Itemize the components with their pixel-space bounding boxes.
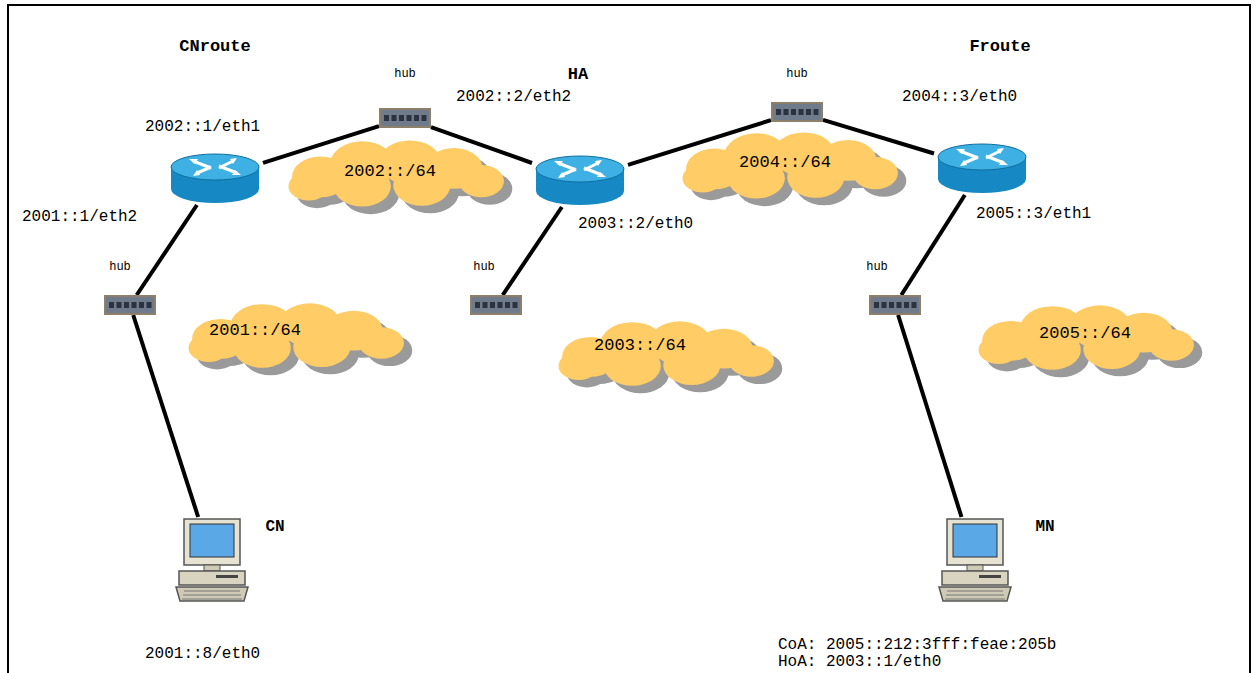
host-name: MN bbox=[1035, 519, 1054, 537]
hub-symbol bbox=[771, 102, 823, 122]
subnet-cloud: 2003::/64 bbox=[543, 318, 793, 394]
interface-label: 2001::1/eth2 bbox=[22, 209, 137, 226]
interface-label: 2002::1/eth1 bbox=[145, 119, 260, 136]
router-name: CNroute bbox=[179, 38, 250, 57]
network-link bbox=[898, 315, 961, 517]
frame-border bbox=[8, 5, 1250, 673]
hub-label: hub bbox=[473, 261, 495, 274]
hub-label: hub bbox=[866, 261, 888, 274]
subnet-label: 2003::/64 bbox=[594, 337, 686, 356]
router-symbol bbox=[532, 153, 628, 207]
hub-label: hub bbox=[786, 68, 808, 81]
computer-symbol bbox=[939, 517, 1011, 603]
subnet-cloud: 2005::/64 bbox=[963, 302, 1213, 378]
host-name: CN bbox=[265, 519, 284, 537]
subnet-label: 2001::/64 bbox=[209, 322, 301, 341]
hub-symbol bbox=[379, 108, 431, 128]
address-label: CoA: 2005::212:3fff:feae:205b bbox=[778, 637, 1056, 654]
interface-label: 2002::2/eth2 bbox=[456, 89, 571, 106]
hub-node: hub bbox=[771, 102, 823, 122]
subnet-label: 2002::/64 bbox=[344, 163, 436, 182]
subnet-cloud: 2002::/64 bbox=[273, 137, 523, 215]
router-node: Froute bbox=[934, 141, 1030, 195]
host-computer: MN bbox=[939, 517, 1011, 603]
network-link bbox=[503, 207, 562, 295]
router-symbol bbox=[934, 141, 1030, 195]
interface-label: 2003::2/eth0 bbox=[578, 216, 693, 233]
interface-label: 2001::8/eth0 bbox=[145, 646, 260, 663]
cloud-shape bbox=[543, 318, 793, 394]
network-link bbox=[137, 205, 197, 295]
interface-label: 2004::3/eth0 bbox=[902, 89, 1017, 106]
subnet-cloud: 2001::/64 bbox=[173, 300, 423, 376]
router-node: HA bbox=[532, 153, 628, 207]
hub-node: hub bbox=[869, 295, 921, 315]
hub-label: hub bbox=[394, 68, 416, 81]
subnet-label: 2005::/64 bbox=[1039, 325, 1131, 344]
router-symbol bbox=[167, 151, 263, 205]
hub-node: hub bbox=[379, 108, 431, 128]
network-link bbox=[901, 195, 965, 295]
hub-node: hub bbox=[470, 295, 522, 315]
hub-symbol bbox=[869, 295, 921, 315]
subnet-label: 2004::/64 bbox=[739, 154, 831, 173]
hub-node: hub bbox=[104, 295, 156, 315]
router-node: CNroute bbox=[167, 151, 263, 205]
router-name: Froute bbox=[969, 38, 1030, 57]
interface-label: 2005::3/eth1 bbox=[976, 206, 1091, 223]
subnet-cloud: 2004::/64 bbox=[667, 129, 917, 207]
hub-symbol bbox=[470, 295, 522, 315]
hub-symbol bbox=[104, 295, 156, 315]
computer-symbol bbox=[176, 517, 248, 603]
address-label: HoA: 2003::1/eth0 bbox=[778, 654, 941, 671]
hub-label: hub bbox=[109, 261, 131, 274]
network-link bbox=[133, 315, 198, 517]
host-computer: CN bbox=[176, 517, 248, 603]
router-name: HA bbox=[568, 66, 588, 85]
